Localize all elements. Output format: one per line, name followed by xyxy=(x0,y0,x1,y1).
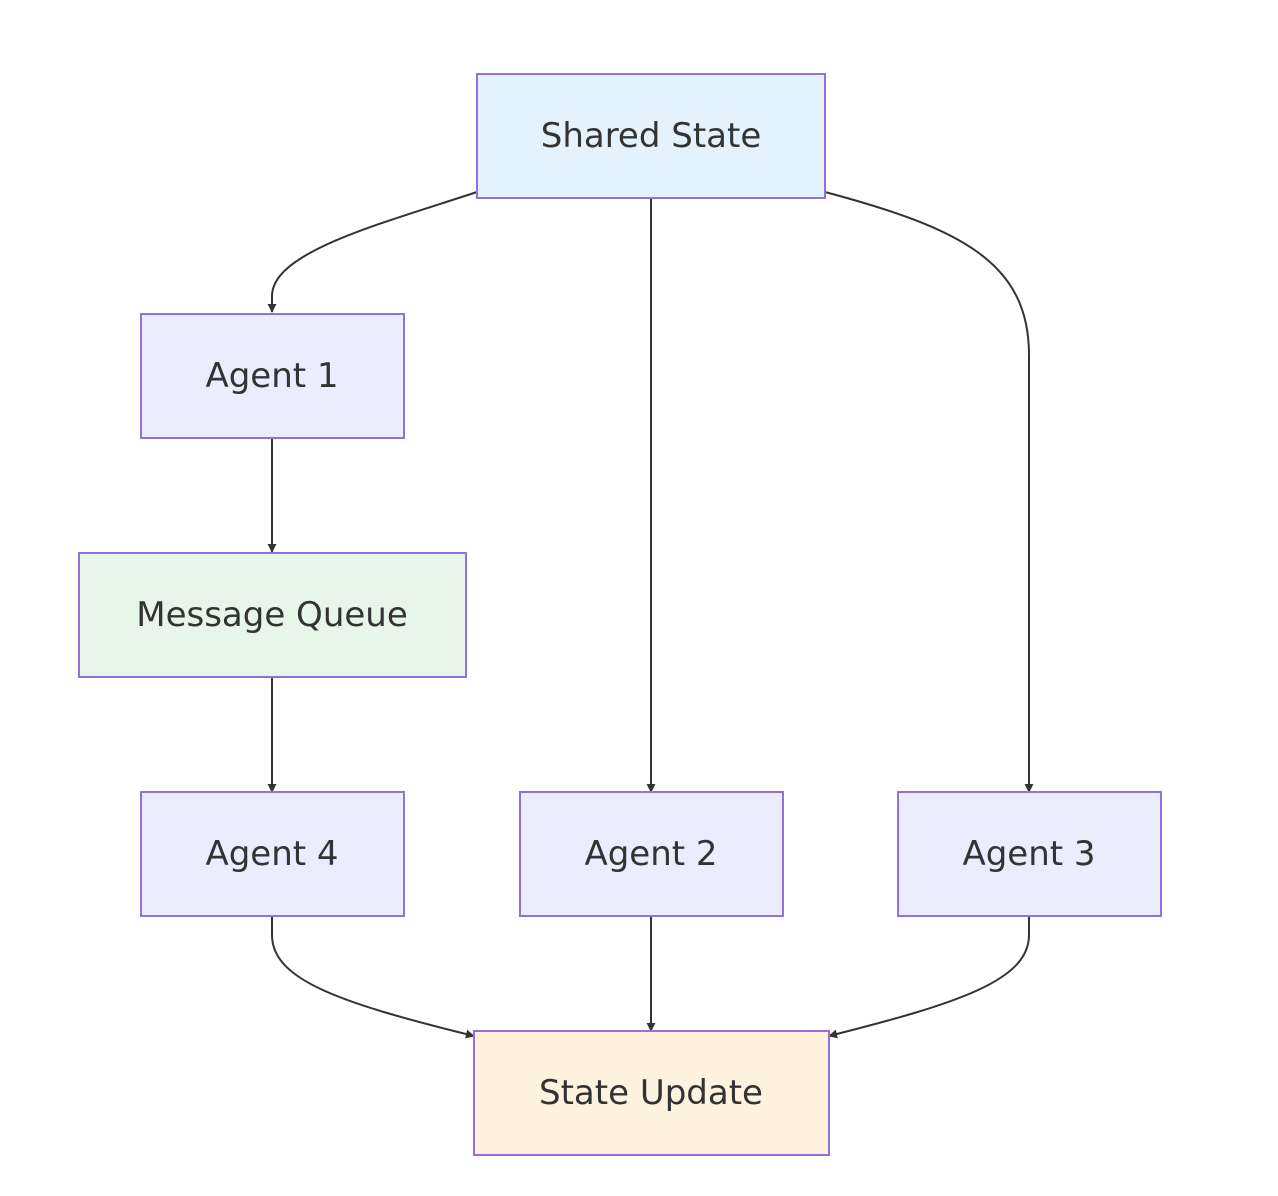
node-label-message-queue: Message Queue xyxy=(136,595,408,635)
node-label-agent3: Agent 3 xyxy=(962,834,1095,874)
node-label-agent2: Agent 2 xyxy=(584,834,717,874)
edges-layer xyxy=(267,191,1034,1039)
node-label-agent1: Agent 1 xyxy=(205,356,338,396)
edge-agent3-to-state-update xyxy=(828,916,1030,1039)
node-label-shared-state: Shared State xyxy=(541,116,762,156)
node-label-state-update: State Update xyxy=(539,1073,763,1113)
edge-agent4-to-state-update xyxy=(271,916,475,1039)
edge-shared-state-to-agent3 xyxy=(824,191,1034,793)
edge-shared-state-to-agent1 xyxy=(267,191,478,313)
node-agent1: Agent 1 xyxy=(140,313,405,439)
node-agent2: Agent 2 xyxy=(519,791,784,917)
node-state-update: State Update xyxy=(473,1030,830,1156)
nodes-layer: Shared State Agent 1 Message Queue Agent… xyxy=(78,73,1162,1156)
node-agent3: Agent 3 xyxy=(897,791,1162,917)
node-label-agent4: Agent 4 xyxy=(205,834,338,874)
node-shared-state: Shared State xyxy=(476,73,826,199)
node-message-queue: Message Queue xyxy=(78,552,467,678)
node-agent4: Agent 4 xyxy=(140,791,405,917)
